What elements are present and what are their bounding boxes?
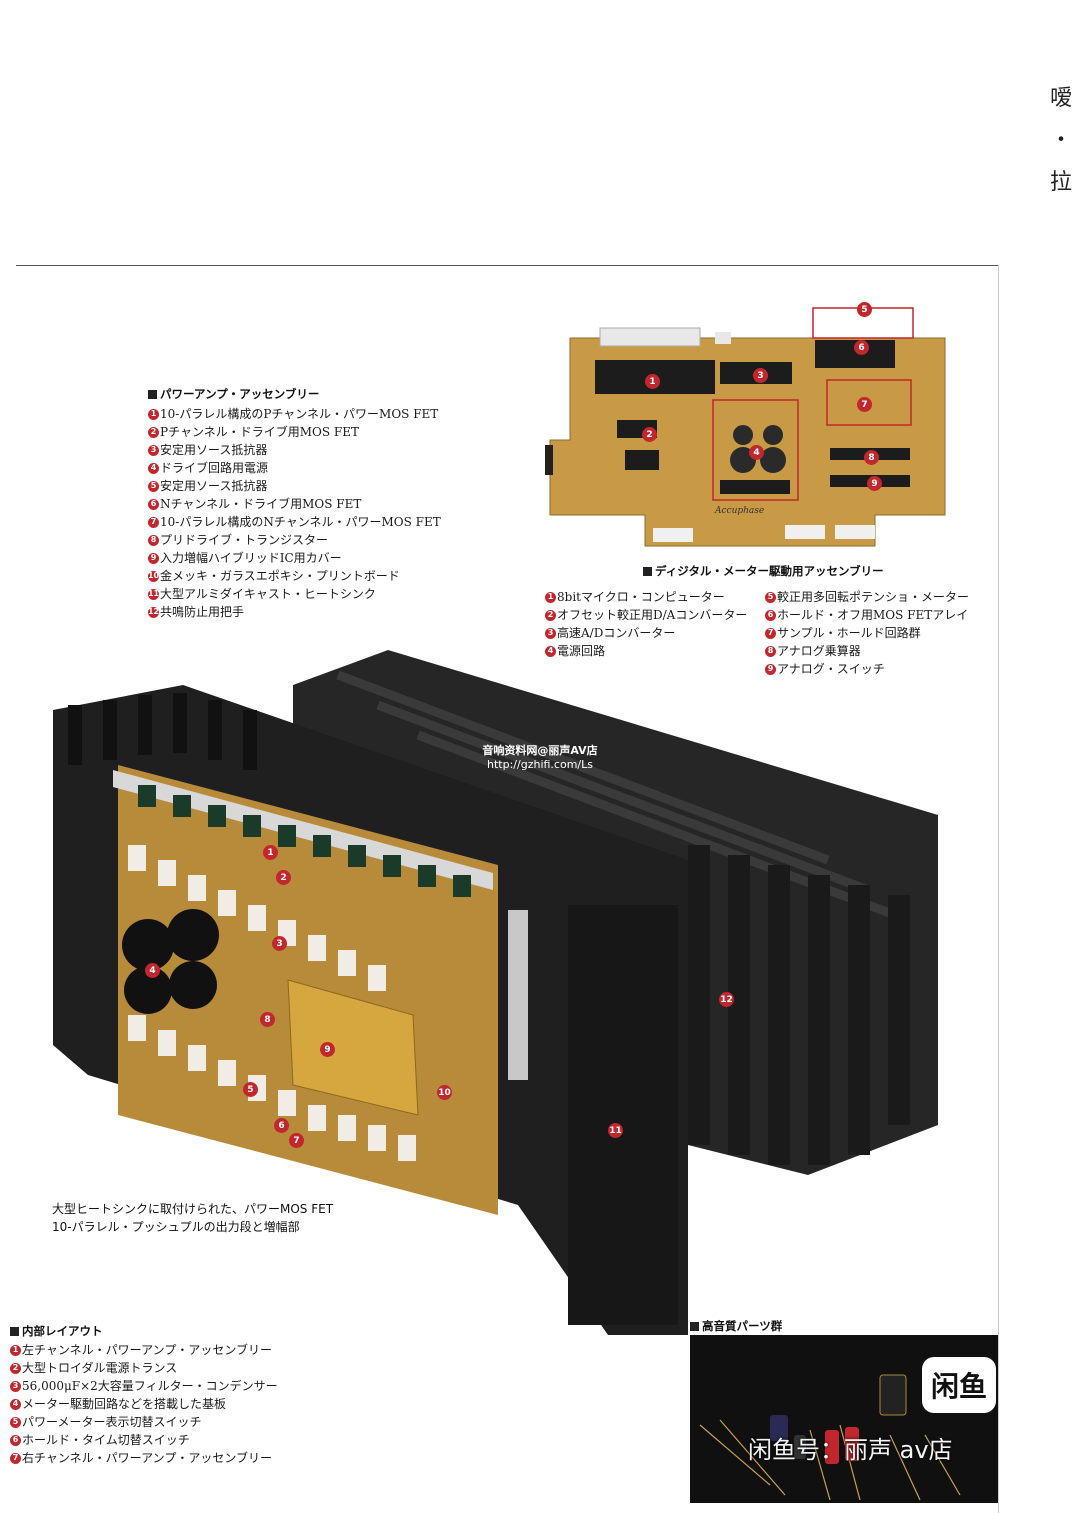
board-marker: 9 — [867, 476, 882, 491]
photo-marker: 12 — [719, 992, 734, 1007]
heatsink-photo: 1 2 3 4 5 6 7 8 9 10 11 12 — [48, 645, 948, 1345]
parts-heading: 高音質パーツ群 — [690, 1318, 782, 1334]
edge-char: ・ — [1050, 128, 1073, 153]
meter-board-heading: ディジタル・メーター駆動用アッセンブリー — [643, 563, 884, 579]
photo-marker: 1 — [263, 845, 278, 860]
power-amp-heading: パワーアンプ・アッセンブリー — [148, 386, 441, 402]
parts-photo: 闲鱼 闲鱼号：丽声 av店 — [690, 1335, 998, 1503]
board-marker: 7 — [857, 397, 872, 412]
meter-board-photo: Accuphase 1 2 3 4 5 6 7 8 9 — [545, 300, 970, 550]
watermark-line-1: 音响资料网@丽声AV店 — [482, 744, 598, 757]
photo-marker: 10 — [437, 1085, 452, 1100]
edge-char: 拉 — [1050, 170, 1073, 195]
site-watermark: 音响资料网@丽声AV店 http://gzhifi.com/Ls — [455, 742, 625, 771]
photo-marker: 7 — [289, 1133, 304, 1148]
board-marker: 1 — [645, 374, 660, 389]
board-marker: 4 — [749, 445, 764, 460]
photo-marker: 9 — [320, 1042, 335, 1057]
photo-marker: 3 — [272, 936, 287, 951]
xianyu-logo: 闲鱼 — [922, 1357, 996, 1413]
heatsink-caption: 大型ヒートシンクに取付けられた、パワーMOS FET 10-パラレル・プッシュプ… — [52, 1200, 333, 1236]
edge-char: 嗳 — [1050, 86, 1073, 111]
board-marker: 5 — [857, 302, 872, 317]
photo-marker: 5 — [243, 1082, 258, 1097]
board-logo-text: Accuphase — [715, 506, 765, 516]
board-marker: 3 — [753, 368, 768, 383]
caption-line: 10-パラレル・プッシュプルの出力段と増幅部 — [52, 1220, 300, 1234]
right-divider — [998, 265, 999, 1513]
photo-marker: 11 — [608, 1123, 623, 1138]
board-marker: 6 — [854, 340, 869, 355]
photo-marker: 4 — [145, 963, 160, 978]
edge-text: 嗳 ・ 拉 — [1050, 78, 1080, 204]
board-marker: 2 — [642, 427, 657, 442]
photo-marker: 6 — [274, 1118, 289, 1133]
xianyu-watermark: 闲鱼号：丽声 av店 — [748, 1436, 953, 1464]
board-marker: 8 — [864, 450, 879, 465]
photo-marker: 2 — [276, 870, 291, 885]
internal-layout-heading: 内部レイアウト — [10, 1323, 278, 1339]
photo-marker: 8 — [260, 1012, 275, 1027]
top-divider — [16, 265, 998, 266]
caption-line: 大型ヒートシンクに取付けられた、パワーMOS FET — [52, 1202, 334, 1216]
watermark-line-2: http://gzhifi.com/Ls — [487, 758, 593, 771]
